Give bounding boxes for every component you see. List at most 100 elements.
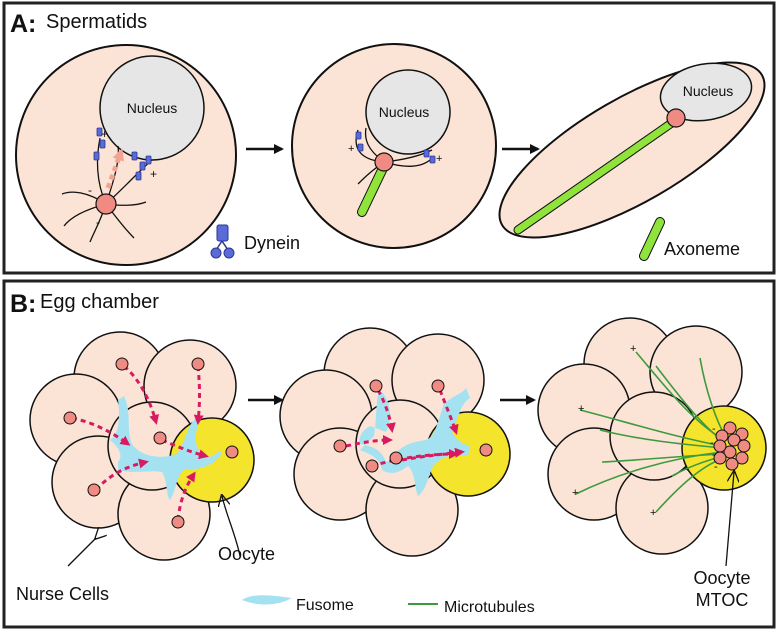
transport-arrow bbox=[401, 447, 465, 462]
transport-arrow bbox=[123, 364, 159, 425]
centriole bbox=[63, 411, 77, 425]
centriole bbox=[225, 445, 239, 459]
mtoc-label-line1: Oocyte bbox=[693, 568, 750, 588]
centriole bbox=[365, 459, 379, 473]
transport-arrows bbox=[71, 364, 209, 521]
fusome-legend: Fusome bbox=[242, 595, 354, 614]
panel-b: B: Egg chamber bbox=[2, 279, 776, 629]
oocyte-label: Oocyte bbox=[218, 544, 275, 564]
fusome-body bbox=[359, 388, 470, 496]
axoneme-legend: Axoneme bbox=[639, 217, 740, 261]
nurse-cells-pointer bbox=[67, 538, 96, 567]
dynein-icon bbox=[216, 224, 229, 242]
fusome-label: Fusome bbox=[296, 597, 354, 614]
fusome bbox=[359, 388, 470, 496]
dynein-label: Dynein bbox=[244, 233, 300, 253]
microtubule bbox=[579, 409, 723, 447]
nurse-cells-label: Nurse Cells bbox=[16, 584, 109, 604]
panel-a-title: Spermatids bbox=[46, 11, 147, 33]
panel-b-letter: B: bbox=[10, 290, 36, 318]
centriole bbox=[727, 433, 741, 447]
mtoc-centriole-cluster bbox=[713, 421, 751, 471]
microtubule bbox=[601, 453, 723, 463]
spermatid-stage-3: Nucleus bbox=[498, 61, 766, 239]
centriole bbox=[95, 193, 117, 215]
panel-b-title: Egg chamber bbox=[40, 291, 159, 313]
dynein-motor bbox=[145, 155, 152, 165]
microtubules-legend: Microtubules bbox=[408, 599, 535, 616]
centriole bbox=[713, 439, 727, 453]
axoneme bbox=[358, 162, 388, 216]
transport-arrow bbox=[176, 471, 196, 521]
centriole bbox=[374, 152, 394, 172]
nucleus-label: Nucleus bbox=[127, 100, 178, 116]
egg-chamber-stage-2 bbox=[279, 327, 511, 557]
plus-end-label: + bbox=[578, 403, 584, 415]
centriole bbox=[666, 108, 686, 128]
transport-arrow bbox=[193, 365, 204, 425]
mtoc-pointer bbox=[725, 472, 734, 567]
centriole bbox=[723, 421, 737, 435]
centriole bbox=[171, 515, 185, 529]
dynein-motor bbox=[96, 127, 103, 137]
centriole bbox=[431, 379, 445, 393]
centriole bbox=[87, 483, 101, 497]
nucleus-label: Nucleus bbox=[379, 104, 430, 120]
minus-end-label: - bbox=[712, 423, 716, 435]
minus-end-label: - bbox=[710, 437, 714, 449]
plus-end-label: + bbox=[650, 507, 656, 519]
plus-end-label: + bbox=[348, 143, 354, 155]
centriole bbox=[479, 443, 493, 457]
nucleus bbox=[365, 69, 451, 155]
egg-chamber-stage-1: Nurse Cells Oocyte bbox=[16, 331, 275, 604]
dynein-motor bbox=[135, 171, 142, 181]
fusome-icon bbox=[242, 595, 292, 605]
oocyte-pointer bbox=[222, 496, 241, 557]
panel-a-letter: A: bbox=[10, 10, 36, 38]
axoneme bbox=[514, 116, 680, 234]
minus-end-label: - bbox=[714, 461, 718, 473]
nucleus-label: Nucleus bbox=[683, 83, 734, 99]
transport-arrow bbox=[345, 435, 393, 448]
microtubules-label: Microtubules bbox=[444, 599, 535, 616]
centriole bbox=[735, 451, 749, 465]
centriole bbox=[191, 357, 205, 371]
axoneme-icon bbox=[640, 218, 664, 260]
spermatid-stage-1: Nucleus bbox=[15, 44, 237, 266]
microtubule-network bbox=[575, 351, 727, 513]
dynein-motor bbox=[355, 131, 362, 140]
mtoc-label-line2: MTOC bbox=[696, 590, 749, 610]
microtubule-polarity-labels: + + + + - - - - bbox=[572, 343, 718, 519]
plus-end-label: + bbox=[150, 167, 157, 181]
plus-end-label: + bbox=[630, 343, 636, 355]
centriole-migration-arrow bbox=[105, 148, 124, 189]
transport-arrow bbox=[376, 389, 396, 433]
egg-chamber-stage-3: + + + + - - - - Oocyte MTOC bbox=[537, 317, 767, 610]
minus-end-label: - bbox=[88, 183, 92, 197]
plus-end-label: + bbox=[436, 153, 442, 165]
nucleus bbox=[659, 62, 753, 122]
minus-end-label: - bbox=[96, 215, 100, 229]
transport-arrow bbox=[161, 438, 209, 460]
centriole bbox=[115, 357, 129, 371]
dynein-motor bbox=[357, 143, 364, 152]
minus-end-label: - bbox=[712, 449, 716, 461]
dynein-legend: Dynein bbox=[210, 224, 300, 259]
dynein-motor bbox=[93, 151, 100, 161]
dynein-motor bbox=[139, 161, 146, 171]
transport-arrows bbox=[345, 389, 465, 468]
dynein-motor bbox=[99, 139, 106, 149]
plus-end-label: + bbox=[101, 127, 108, 141]
dynein-motors bbox=[93, 127, 152, 181]
centriole bbox=[153, 431, 167, 445]
dynein-head bbox=[210, 247, 222, 259]
centrioles bbox=[63, 357, 239, 529]
microtubule bbox=[599, 429, 723, 449]
transport-arrow bbox=[94, 458, 149, 491]
centriole bbox=[725, 457, 739, 471]
spermatid-stage-2: Nucleus + + bbox=[291, 43, 497, 249]
dynein-motor bbox=[429, 155, 436, 164]
transport-arrow bbox=[71, 416, 131, 446]
